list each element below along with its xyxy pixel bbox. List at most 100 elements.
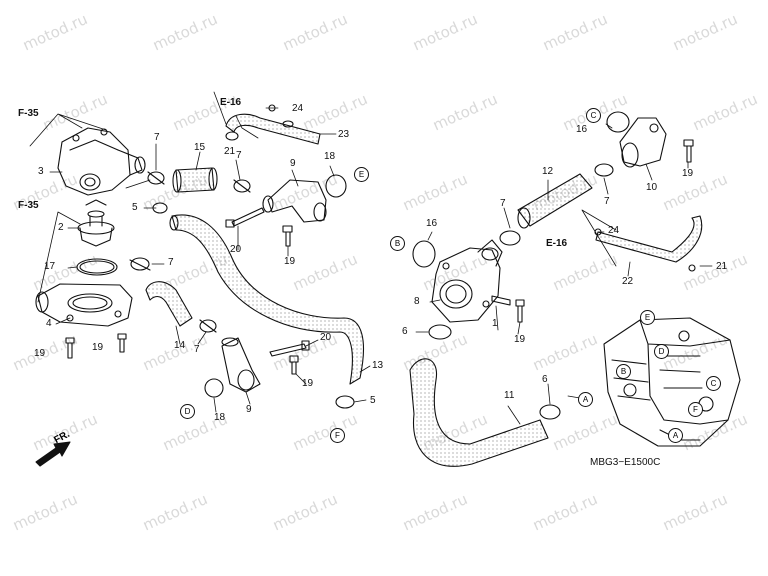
hose-joint	[619, 117, 667, 168]
ref-label-f35: F-35	[18, 108, 39, 119]
part-number: 16	[426, 218, 438, 229]
part-number: 6	[542, 374, 548, 385]
connector-marker: B	[616, 364, 631, 379]
part-number: 24	[292, 103, 304, 114]
ref-label-e16: E-16	[220, 97, 242, 108]
part-number: 19	[302, 378, 314, 389]
part-number: 11	[504, 390, 515, 401]
part-number: 22	[622, 276, 634, 287]
o-ring	[412, 240, 436, 268]
connector-marker: D	[180, 404, 195, 419]
o-ring	[606, 111, 630, 133]
part-number: 19	[682, 168, 694, 179]
hose	[517, 173, 593, 227]
thermostat-housing-cover	[57, 127, 146, 196]
hose	[171, 214, 364, 385]
part-number: 1	[492, 318, 498, 329]
connector-marker: C	[706, 376, 721, 391]
bolt	[289, 355, 299, 375]
connector-marker: A	[578, 392, 593, 407]
part-number: 13	[372, 360, 384, 371]
hose-clamp	[129, 257, 151, 271]
ref-label-f35: F-35	[18, 200, 39, 211]
connector-marker: F	[330, 428, 345, 443]
part-number: 19	[34, 348, 46, 359]
part-number: 19	[92, 342, 104, 353]
part-number: 17	[44, 261, 56, 272]
part-number: 9	[290, 158, 296, 169]
part-number: 20	[230, 244, 242, 255]
part-number: 24	[608, 225, 620, 236]
hose-clamp	[147, 171, 165, 185]
part-number: 7	[500, 198, 506, 209]
part-number: 21	[716, 261, 728, 272]
part-number: 15	[194, 142, 206, 153]
part-number: 9	[246, 404, 252, 415]
connector-marker: F	[688, 402, 703, 417]
hose-clamp	[282, 120, 294, 128]
hose	[225, 113, 321, 145]
hose-clamp	[335, 395, 355, 409]
part-number: 4	[46, 318, 52, 329]
part-number: 14	[174, 340, 186, 351]
part-number: 6	[402, 326, 408, 337]
part-number: 23	[338, 129, 350, 140]
hose-clamp	[428, 324, 452, 340]
leader-lines	[29, 91, 713, 425]
hose-clamp	[499, 230, 521, 246]
part-number: 10	[646, 182, 658, 193]
connector-marker: C	[586, 108, 601, 123]
part-number: 7	[194, 344, 200, 355]
bolt	[117, 333, 127, 353]
o-ring	[204, 378, 224, 398]
o-ring	[325, 174, 347, 198]
connector-marker: E	[640, 310, 655, 325]
hose	[409, 358, 549, 467]
part-number: 12	[542, 166, 554, 177]
bolt	[491, 295, 511, 306]
hose-clamp	[233, 179, 251, 193]
part-number: 8	[414, 296, 420, 307]
bolt	[225, 207, 265, 228]
bolt	[269, 340, 310, 357]
part-number: 19	[284, 256, 296, 267]
connector-marker: B	[390, 236, 405, 251]
hose-clamp	[225, 131, 239, 141]
connector-marker: A	[668, 428, 683, 443]
part-number: 18	[214, 412, 226, 423]
engine-block	[603, 317, 741, 447]
part-number: 18	[324, 151, 336, 162]
hose	[145, 281, 193, 327]
part-number: 21	[224, 146, 236, 157]
diagram-code: MBG3−E1500C	[590, 457, 661, 468]
part-number: 5	[132, 202, 138, 213]
hose-joint	[221, 337, 261, 393]
part-number: 16	[576, 124, 588, 135]
part-number: 20	[320, 332, 332, 343]
hose-clamp	[199, 319, 217, 333]
thermostat	[77, 199, 115, 247]
front-direction-arrow	[35, 441, 71, 467]
hose-clamp	[594, 163, 614, 177]
connector-marker: E	[354, 167, 369, 182]
hose-clamp	[539, 404, 561, 420]
water-pump	[431, 239, 503, 323]
part-number: 7	[168, 257, 174, 268]
hose	[172, 167, 218, 193]
part-number: 7	[154, 132, 160, 143]
bolt	[282, 225, 293, 247]
part-number: 5	[370, 395, 376, 406]
hose	[595, 215, 703, 263]
part-number: 2	[58, 222, 64, 233]
bolt	[683, 139, 694, 163]
part-number: 3	[38, 166, 44, 177]
part-number: 7	[604, 196, 610, 207]
part-number: 7	[236, 150, 242, 161]
bolt	[65, 337, 75, 359]
bolt	[515, 299, 525, 323]
hose-joint	[262, 179, 327, 223]
part-number: 19	[514, 334, 526, 345]
thermostat-housing	[35, 283, 133, 327]
connector-marker: D	[654, 344, 669, 359]
